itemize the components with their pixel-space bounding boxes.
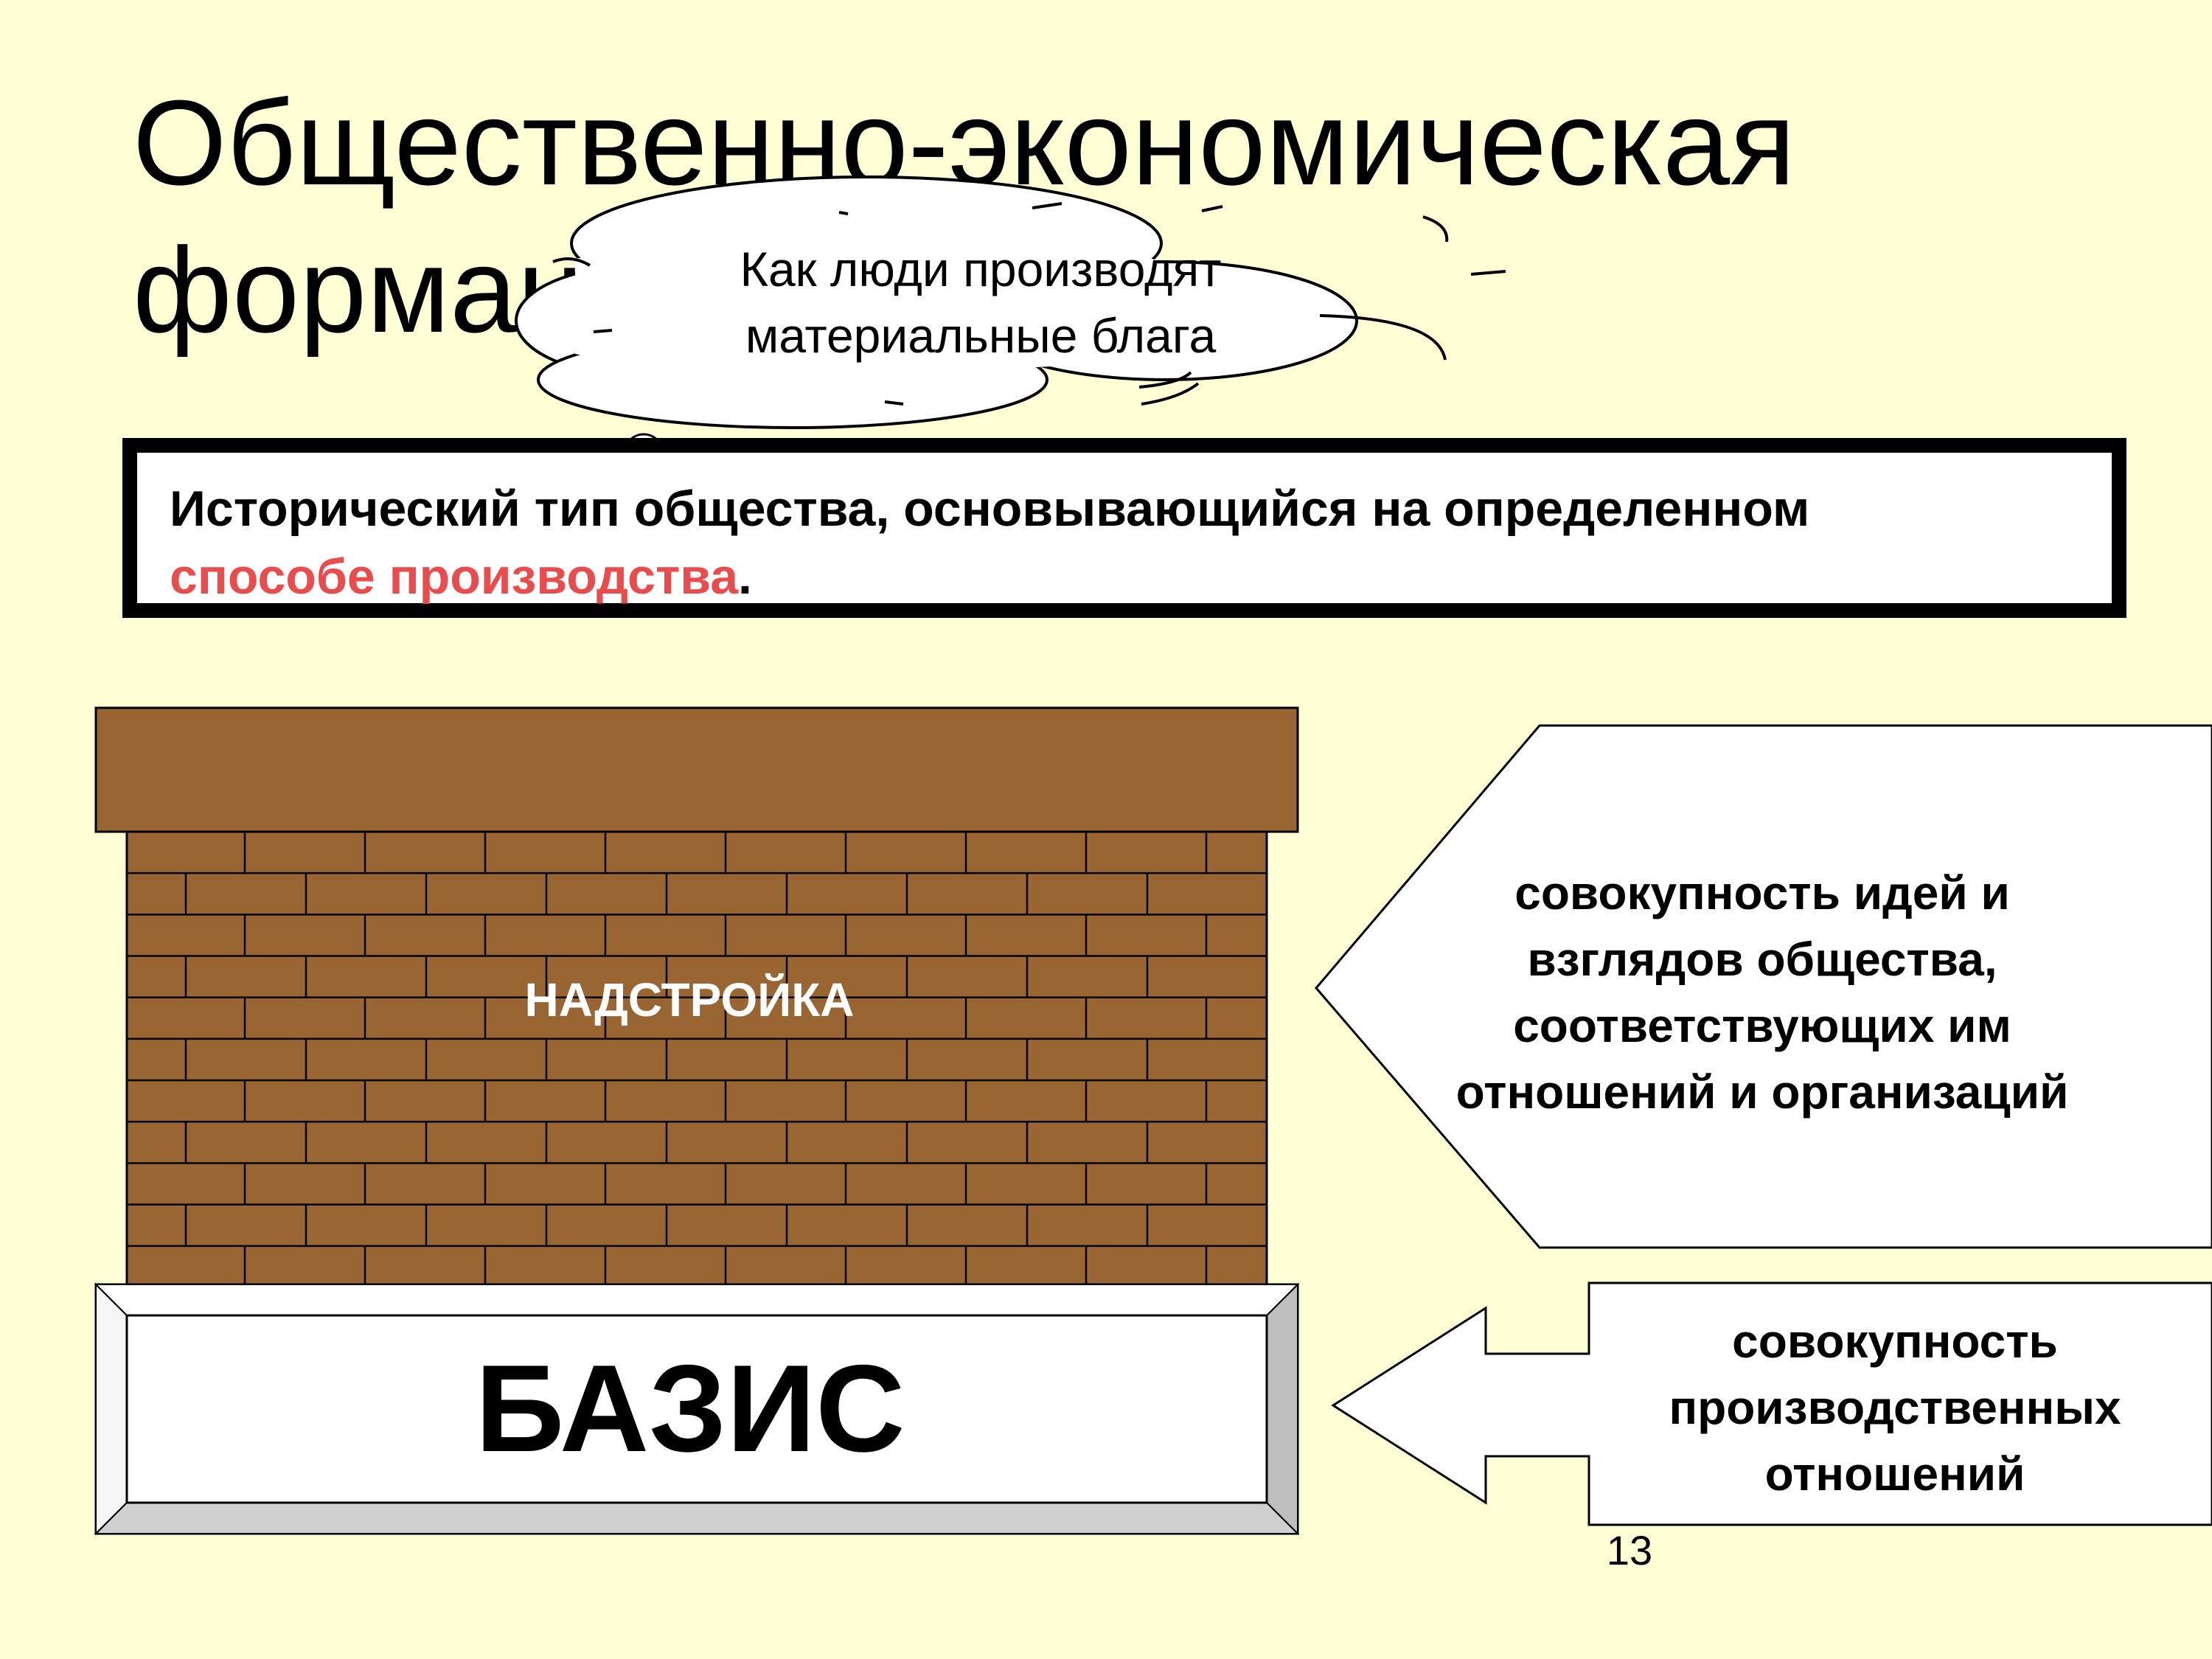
relations-line-1: совокупность: [1732, 1315, 2058, 1368]
relations-arrow-text: совокупность производственных отношений: [1593, 1308, 2197, 1507]
cloud-text-line-2: материальные блага: [745, 308, 1217, 363]
brick-wall: [125, 830, 1268, 1289]
definition-accent-text: способе производства: [170, 549, 739, 605]
cloud-text-line-1: Как люди производят: [740, 242, 1222, 296]
ideas-arrow-shape: [1315, 724, 2212, 1249]
ideas-line-2: взглядов общества,: [1527, 933, 1997, 986]
superstructure-label: НАДСТРОЙКА: [524, 973, 855, 1026]
cloud-strokes: [552, 202, 1506, 406]
ideas-line-4: отношений и организаций: [1455, 1065, 2069, 1119]
ideas-arrow-text: совокупность идей и взглядов общества, с…: [1386, 860, 2138, 1125]
ideas-line-3: соответствующих им: [1513, 999, 2011, 1052]
relations-arrow-shape: [1331, 1281, 2212, 1526]
relations-line-3: отношений: [1764, 1447, 2025, 1500]
basis-block: [94, 1282, 1300, 1536]
cloud-text: Как люди производят материальные блага: [656, 236, 1305, 369]
ideas-line-1: совокупность идей и: [1514, 866, 2010, 919]
basis-label: БАЗИС: [475, 1339, 905, 1478]
page-number: 13: [1606, 1527, 1653, 1573]
definition-text: Исторический тип общества, основывающийс…: [170, 481, 1810, 537]
superstructure-roof: [94, 706, 1299, 833]
definition-box: Исторический тип общества, основывающийс…: [122, 438, 2126, 618]
cloud-body: [515, 175, 1358, 429]
definition-end: .: [738, 549, 752, 605]
relations-line-2: производственных: [1669, 1381, 2121, 1434]
